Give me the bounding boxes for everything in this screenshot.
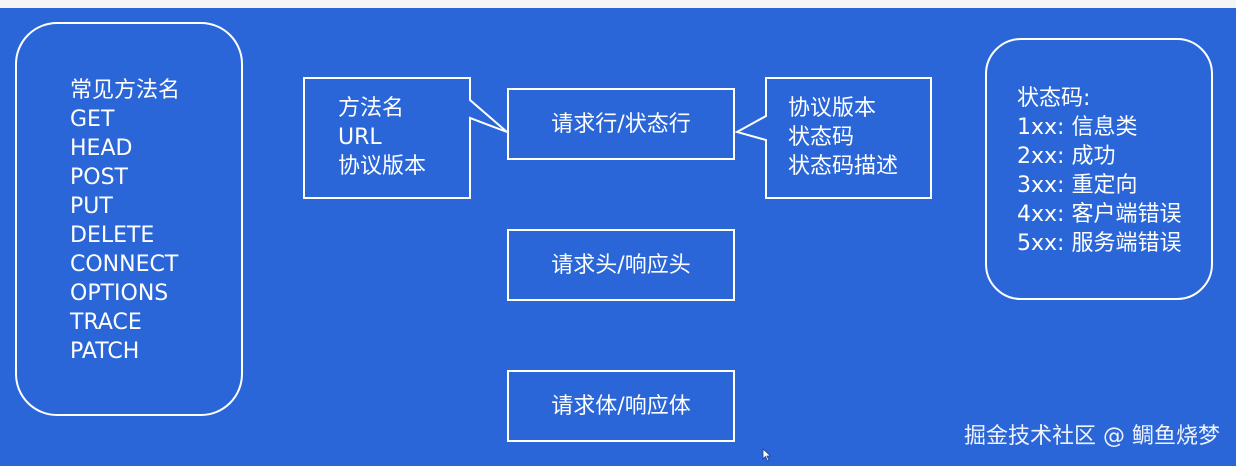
- status-item: 5xx: 服务端错误: [1017, 231, 1182, 256]
- callout-line: 状态码: [788, 125, 855, 150]
- status-title: 状态码:: [1017, 86, 1091, 111]
- callout-line: 方法名: [338, 96, 405, 121]
- request-body-box: 请求体/响应体: [507, 370, 735, 442]
- status-codes-list: 状态码: 1xx: 信息类 2xx: 成功 3xx: 重定向 4xx: 客户端错…: [1017, 84, 1181, 258]
- request-header-box: 请求头/响应头: [507, 229, 735, 301]
- left-callout-text: 方法名 URL 协议版本: [338, 94, 426, 181]
- request-line-label: 请求行/状态行: [551, 111, 691, 137]
- method-item: HEAD: [70, 136, 133, 161]
- status-item: 1xx: 信息类: [1017, 115, 1138, 140]
- status-codes-panel: 状态码: 1xx: 信息类 2xx: 成功 3xx: 重定向 4xx: 客户端错…: [985, 38, 1213, 300]
- top-band: [0, 0, 1236, 8]
- method-item: DELETE: [70, 223, 155, 248]
- request-line-box: 请求行/状态行: [507, 88, 735, 160]
- request-header-label: 请求头/响应头: [551, 252, 691, 278]
- methods-list: 常见方法名 GET HEAD POST PUT DELETE CONNECT O…: [70, 76, 180, 366]
- status-item: 2xx: 成功: [1017, 144, 1116, 169]
- mouse-cursor-icon: [762, 448, 772, 462]
- right-callout-shape: [734, 77, 932, 199]
- method-item: OPTIONS: [70, 281, 169, 306]
- left-callout-shape: [303, 77, 508, 199]
- callout-line: 状态码描述: [788, 154, 899, 179]
- callout-line: URL: [338, 125, 382, 150]
- request-body-label: 请求体/响应体: [551, 393, 691, 419]
- method-item: PUT: [70, 194, 113, 219]
- status-item: 4xx: 客户端错误: [1017, 202, 1182, 227]
- right-callout-text: 协议版本 状态码 状态码描述: [788, 94, 898, 181]
- watermark: 掘金技术社区 @ 鲷鱼烧梦: [964, 424, 1220, 449]
- status-item: 3xx: 重定向: [1017, 173, 1138, 198]
- callout-line: 协议版本: [788, 96, 877, 121]
- method-item: PATCH: [70, 339, 140, 364]
- methods-panel: 常见方法名 GET HEAD POST PUT DELETE CONNECT O…: [15, 22, 243, 416]
- method-item: POST: [70, 165, 128, 190]
- method-item: GET: [70, 107, 115, 132]
- method-item: CONNECT: [70, 252, 179, 277]
- methods-title: 常见方法名: [70, 78, 181, 103]
- method-item: TRACE: [70, 310, 142, 335]
- callout-line: 协议版本: [338, 154, 427, 179]
